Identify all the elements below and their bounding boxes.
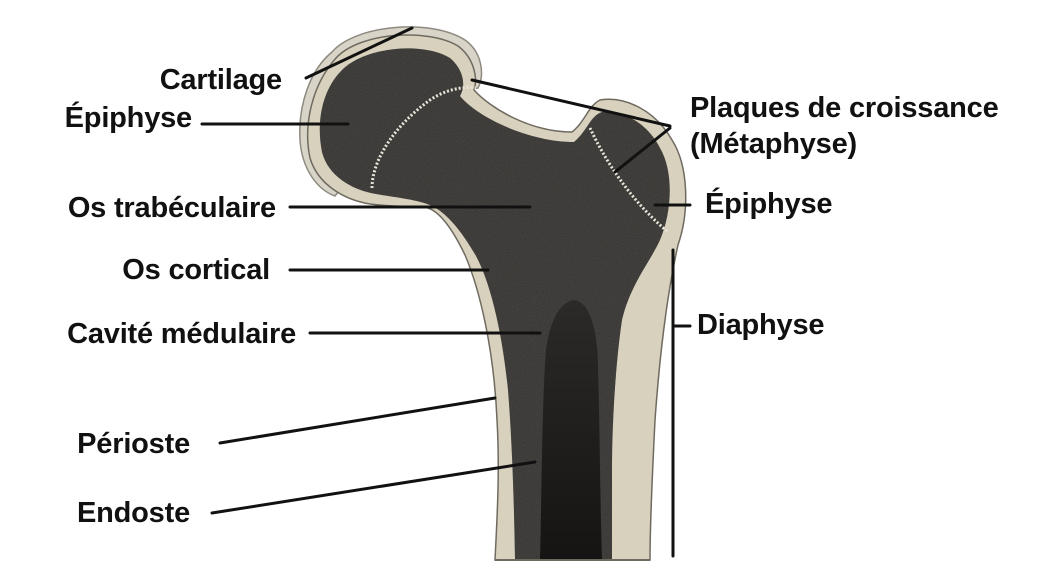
medullary-cavity bbox=[540, 300, 602, 560]
label-endosteum: Endoste bbox=[40, 497, 190, 529]
label-epiphysis-left: Épiphyse bbox=[30, 102, 192, 134]
label-epiphysis-right: Épiphyse bbox=[705, 188, 832, 220]
leader-periosteum bbox=[220, 398, 495, 443]
label-trabecular-bone: Os trabéculaire bbox=[0, 192, 276, 224]
label-cortical-bone: Os cortical bbox=[60, 254, 270, 286]
label-metaphysis: (Métaphyse) bbox=[690, 128, 857, 160]
label-growth-plates: Plaques de croissance bbox=[690, 92, 999, 124]
label-periosteum: Périoste bbox=[40, 428, 190, 460]
label-cartilage: Cartilage bbox=[120, 64, 282, 96]
label-diaphysis: Diaphyse bbox=[697, 309, 824, 341]
label-medullary-cavity: Cavité médulaire bbox=[0, 318, 296, 350]
leader-endosteum bbox=[212, 462, 535, 513]
